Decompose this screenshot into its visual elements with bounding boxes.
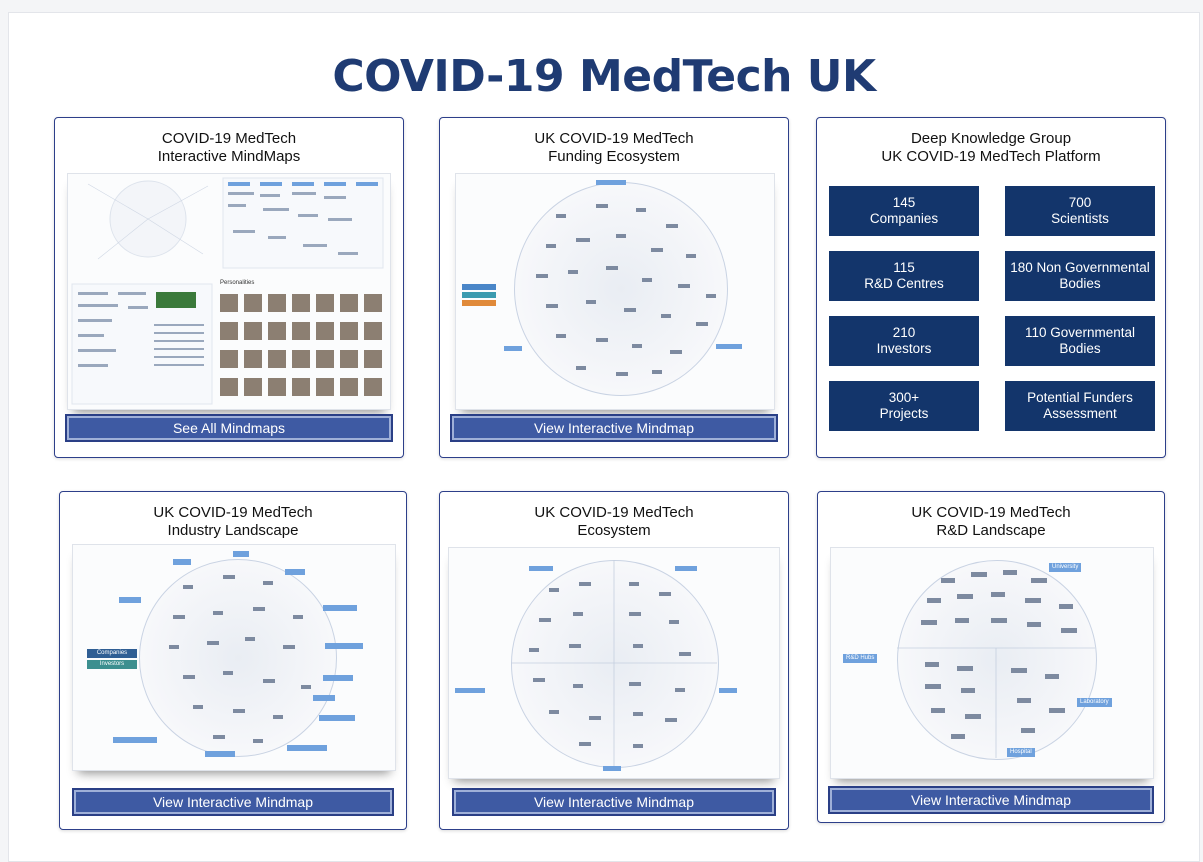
mindmaps-collage-graphic	[71, 177, 384, 405]
stat-value: Potential Funders	[1027, 390, 1133, 405]
stat-projects[interactable]: 300+Projects	[829, 381, 979, 431]
card-title-line: UK COVID-19 MedTech	[153, 504, 313, 521]
card-title: UK COVID-19 MedTech R&D Landscape	[818, 504, 1164, 540]
rd-hubs-tag: R&D Hubs	[843, 654, 878, 663]
card-title-line: Deep Knowledge Group	[910, 130, 1072, 147]
card-platform-stats: Deep Knowledge Group UK COVID-19 MedTech…	[816, 117, 1166, 458]
page-title: COVID-19 MedTech UK	[332, 51, 876, 102]
rd-landscape-mindmap-button[interactable]: View Interactive Mindmap	[828, 786, 1154, 814]
investors-tag: Investors	[87, 660, 137, 669]
card-title-line: UK COVID-19 MedTech	[534, 130, 694, 147]
stat-value: 180 Non Governmental	[1010, 260, 1150, 275]
card-title: UK COVID-19 MedTech Ecosystem	[440, 504, 788, 540]
laboratory-tag: Laboratory	[1077, 698, 1112, 707]
card-title-line: R&D Landscape	[936, 522, 1046, 539]
funding-ecosystem-thumbnail[interactable]	[455, 173, 775, 410]
ecosystem-mindmap-button[interactable]: View Interactive Mindmap	[452, 788, 776, 816]
ecosystem-circle	[511, 560, 719, 768]
stat-label: Companies	[869, 211, 939, 226]
funding-ecosystem-mindmap-button[interactable]: View Interactive Mindmap	[450, 414, 778, 442]
stat-label: R&D Centres	[864, 276, 944, 291]
card-industry-landscape: UK COVID-19 MedTech Industry Landscape	[59, 491, 407, 830]
industry-circle	[139, 559, 337, 757]
card-title-line: UK COVID-19 MedTech Platform	[881, 148, 1101, 165]
see-all-mindmaps-button[interactable]: See All Mindmaps	[65, 414, 393, 442]
ecosystem-nodes-graphic	[455, 560, 737, 771]
card-title-line: Ecosystem	[577, 522, 651, 539]
ecosystem-nodes-graphic	[462, 180, 742, 376]
stat-value: 300+	[888, 390, 920, 405]
university-tag: University	[1049, 563, 1082, 572]
card-title-line: Interactive MindMaps	[157, 148, 301, 165]
stat-label: Projects	[879, 406, 929, 421]
card-title: UK COVID-19 MedTech Funding Ecosystem	[440, 130, 788, 166]
card-title-line: COVID-19 MedTech	[161, 130, 297, 147]
mindmaps-thumbnail[interactable]: Personalities	[67, 173, 391, 410]
card-rd-landscape: UK COVID-19 MedTech R&D Landscape	[817, 491, 1165, 823]
rd-nodes-graphic	[897, 570, 1095, 758]
rd-landscape-thumbnail[interactable]: University R&D Hubs Laboratory Hospital	[830, 547, 1154, 779]
personalities-label: Personalities	[220, 280, 255, 286]
stat-value: 700	[1068, 195, 1092, 210]
hospital-tag: Hospital	[1007, 748, 1035, 757]
industry-nodes-graphic	[113, 551, 363, 757]
card-interactive-mindmaps: COVID-19 MedTech Interactive MindMaps	[54, 117, 404, 458]
page: COVID-19 MedTech UK COVID-19 MedTech Int…	[8, 12, 1200, 862]
ecosystem-thumbnail[interactable]	[448, 547, 780, 779]
card-title: Deep Knowledge Group UK COVID-19 MedTech…	[817, 130, 1165, 166]
card-title-line: UK COVID-19 MedTech	[911, 504, 1071, 521]
card-ecosystem: UK COVID-19 MedTech Ecosystem	[439, 491, 789, 830]
industry-landscape-mindmap-button[interactable]: View Interactive Mindmap	[72, 788, 394, 816]
ecosystem-circle	[514, 182, 728, 396]
stat-label: Bodies	[1059, 341, 1101, 356]
card-title-line: UK COVID-19 MedTech	[534, 504, 694, 521]
stat-label: Assessment	[1043, 406, 1117, 421]
card-title-line: Funding Ecosystem	[548, 148, 680, 165]
card-funding-ecosystem: UK COVID-19 MedTech Funding Ecosystem	[439, 117, 789, 458]
stat-value: 110 Governmental	[1024, 325, 1136, 340]
stat-value: 115	[893, 260, 915, 275]
industry-landscape-thumbnail[interactable]: Companies Investors	[72, 544, 396, 771]
card-title: COVID-19 MedTech Interactive MindMaps	[55, 130, 403, 166]
card-title: UK COVID-19 MedTech Industry Landscape	[60, 504, 406, 540]
card-title-line: Industry Landscape	[167, 522, 299, 539]
stat-label: Investors	[876, 341, 932, 356]
stat-label: Scientists	[1051, 211, 1109, 226]
stat-label: Bodies	[1059, 276, 1101, 291]
stat-value: 145	[892, 195, 916, 210]
companies-tag: Companies	[87, 649, 137, 658]
stat-value: 210	[892, 325, 916, 340]
